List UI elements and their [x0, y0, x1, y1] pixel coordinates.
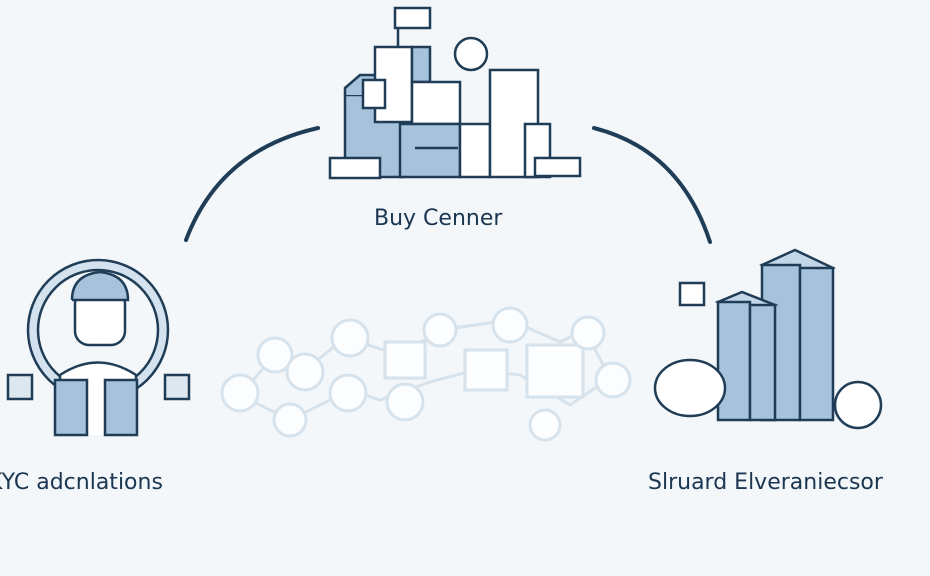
node-label-left: KYC adcnlations — [0, 470, 163, 495]
node-label-top: Buy Cenner — [374, 206, 503, 231]
arc-right — [592, 126, 712, 244]
buildings-illustration — [328, 6, 582, 180]
server-illustration — [653, 248, 883, 430]
node-label-right: Slruard Elveraniecsor — [648, 470, 883, 495]
person-illustration — [6, 258, 191, 437]
arc-left — [184, 126, 320, 242]
network-illustration — [220, 306, 632, 442]
